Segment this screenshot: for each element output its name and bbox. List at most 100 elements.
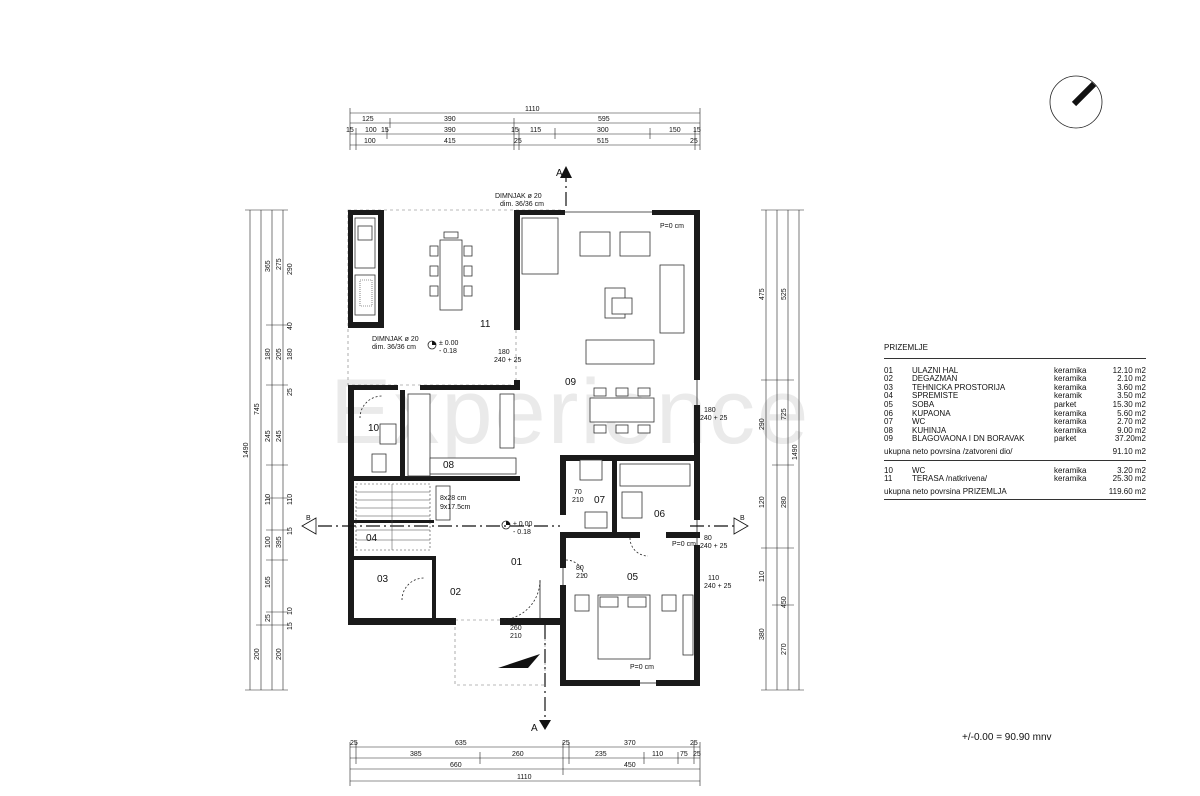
room-09-label: 09 — [565, 377, 577, 388]
room-06-label: 06 — [654, 509, 666, 520]
dim-bot-total: 1110 — [517, 774, 532, 781]
dim-top-r2-f: 115 — [530, 127, 541, 134]
room-area: 3.60 m2 — [1117, 382, 1146, 392]
dim-left-r3-a: 275 — [276, 258, 283, 270]
room-schedule-row: 10 WC keramika 3.20 m2 — [884, 465, 1146, 476]
dim-right-r3-a: 475 — [759, 288, 766, 300]
room-area: 3.20 m2 — [1117, 465, 1146, 475]
door-dim-240: 240 + 25 — [700, 415, 728, 422]
level-p0-bedroom: P=0 cm — [630, 664, 654, 671]
window-dim-240: 240 + 25 — [704, 583, 732, 590]
dim-top-r2-a: 15 — [346, 127, 354, 134]
dim-left-r2-a: 365 — [265, 260, 272, 272]
floor-material: keramika — [1054, 465, 1087, 475]
floor-material: keramika — [1054, 374, 1087, 384]
dim-left-r3-d: 395 — [276, 536, 283, 548]
elevation-reference: +/-0.00 = 90.90 mnv — [962, 732, 1052, 743]
dim-left-r3-e: 200 — [276, 648, 283, 660]
dim-left-r2-d: 110 — [265, 494, 272, 505]
room-07-label: 07 — [594, 495, 606, 506]
dim-top-r2-e: 15 — [511, 127, 519, 134]
dim-right-r1-a: 525 — [781, 288, 788, 300]
room-area: 5.60 m2 — [1117, 408, 1146, 418]
level-terrace-zero: ± 0.00 — [439, 340, 459, 347]
dim-right-r2-c: 280 — [781, 496, 788, 508]
dim-top-r3-e: 25 — [690, 138, 698, 145]
floor-material: parket — [1054, 399, 1077, 409]
north-arrow-icon — [1049, 75, 1103, 129]
door-dim-80: 80 — [576, 565, 584, 572]
dim-bot-r2-c: 235 — [595, 751, 607, 758]
dim-bot-r1-d: 370 — [624, 740, 636, 747]
dim-right-r2-d: 450 — [781, 596, 788, 608]
room-number: 08 — [884, 425, 893, 435]
floor-material: keramika — [1054, 382, 1087, 392]
total-area: 119.60 m2 — [1108, 486, 1146, 496]
dim-bot-r1-e: 25 — [690, 740, 698, 747]
level-hall-minus: - 0.18 — [513, 529, 531, 536]
room-name: DEGAZMAN — [912, 374, 958, 384]
dim-top-r1-a: 125 — [362, 116, 374, 123]
dim-bot-r3-b: 450 — [624, 762, 636, 769]
floor-material: keramika — [1054, 408, 1087, 418]
door-dim-180b: 180 — [498, 349, 510, 356]
level-p0-living: P=0 cm — [660, 223, 684, 230]
dim-bot-r2-e: 75 — [680, 751, 688, 758]
room-number: 07 — [884, 417, 893, 427]
room-area: 9.00 m2 — [1117, 425, 1146, 435]
dim-left-total: 1490 — [243, 442, 250, 458]
window-dim-80: 80 — [704, 535, 712, 542]
dim-left-r4-h: 15 — [287, 622, 294, 630]
dim-top-r3-c: 25 — [514, 138, 522, 145]
dimension-chain-right: 475 290 120 110 380 525 725 280 450 270 … — [759, 209, 804, 691]
opening-dimensions: 180 240 + 25 180 240 + 25 70 210 80 210 … — [494, 349, 732, 640]
dim-top-r2-d: 390 — [444, 127, 456, 134]
furniture — [354, 217, 694, 660]
room-name: KUHINJA — [912, 425, 947, 435]
dim-bot-r2-f: 25 — [693, 751, 701, 758]
room-name: WC — [912, 465, 926, 475]
dim-top-r3-d: 515 — [597, 138, 609, 145]
floor-material: parket — [1054, 434, 1077, 444]
room-area: 15.30 m2 — [1112, 399, 1146, 409]
entrance-arrow-icon — [498, 654, 540, 668]
room-name: WC — [912, 417, 926, 427]
dim-left-r2-e: 100 — [265, 536, 272, 548]
room-number: 06 — [884, 408, 893, 418]
room-area: 2.70 m2 — [1117, 417, 1146, 427]
dim-top-r3-a: 100 — [364, 138, 376, 145]
window-dim-110: 110 — [708, 575, 719, 582]
room-name: TERASA /natkrivena/ — [912, 474, 988, 484]
dim-right-total: 1490 — [792, 444, 799, 460]
dim-top-r2-c: 15 — [381, 127, 389, 134]
section-lines: A A B B — [301, 166, 749, 734]
subtotal-row: ukupna neto povrsina /zatvoreni dio/ 91.… — [884, 447, 1146, 461]
dim-bot-r1-a: 25 — [350, 740, 358, 747]
room-number: 01 — [884, 365, 893, 375]
chimney-label-bottom: DIMNJAK ø 20 — [372, 336, 419, 343]
level-terrace-minus: - 0.18 — [439, 348, 457, 355]
staircase: 8x28 cm 9x17.5cm — [355, 483, 471, 551]
stairs-label-2: 9x17.5cm — [440, 504, 471, 511]
dim-right-r3-b: 290 — [759, 418, 766, 430]
dim-left-r1-b: 200 — [254, 648, 261, 660]
room-area: 2.10 m2 — [1117, 374, 1146, 384]
room-number: 10 — [884, 465, 893, 475]
room-04-label: 04 — [366, 533, 378, 544]
door-swings — [359, 395, 649, 621]
door-dim-210: 210 — [572, 497, 584, 504]
dim-left-r4-g: 10 — [287, 607, 294, 615]
dim-bot-r3-a: 660 — [450, 762, 462, 769]
room-number: 02 — [884, 374, 893, 384]
room-10-label: 10 — [368, 423, 380, 434]
room-name: TEHNICKA PROSTORIJA — [912, 382, 1006, 392]
door-dim-210b: 210 — [576, 573, 588, 580]
